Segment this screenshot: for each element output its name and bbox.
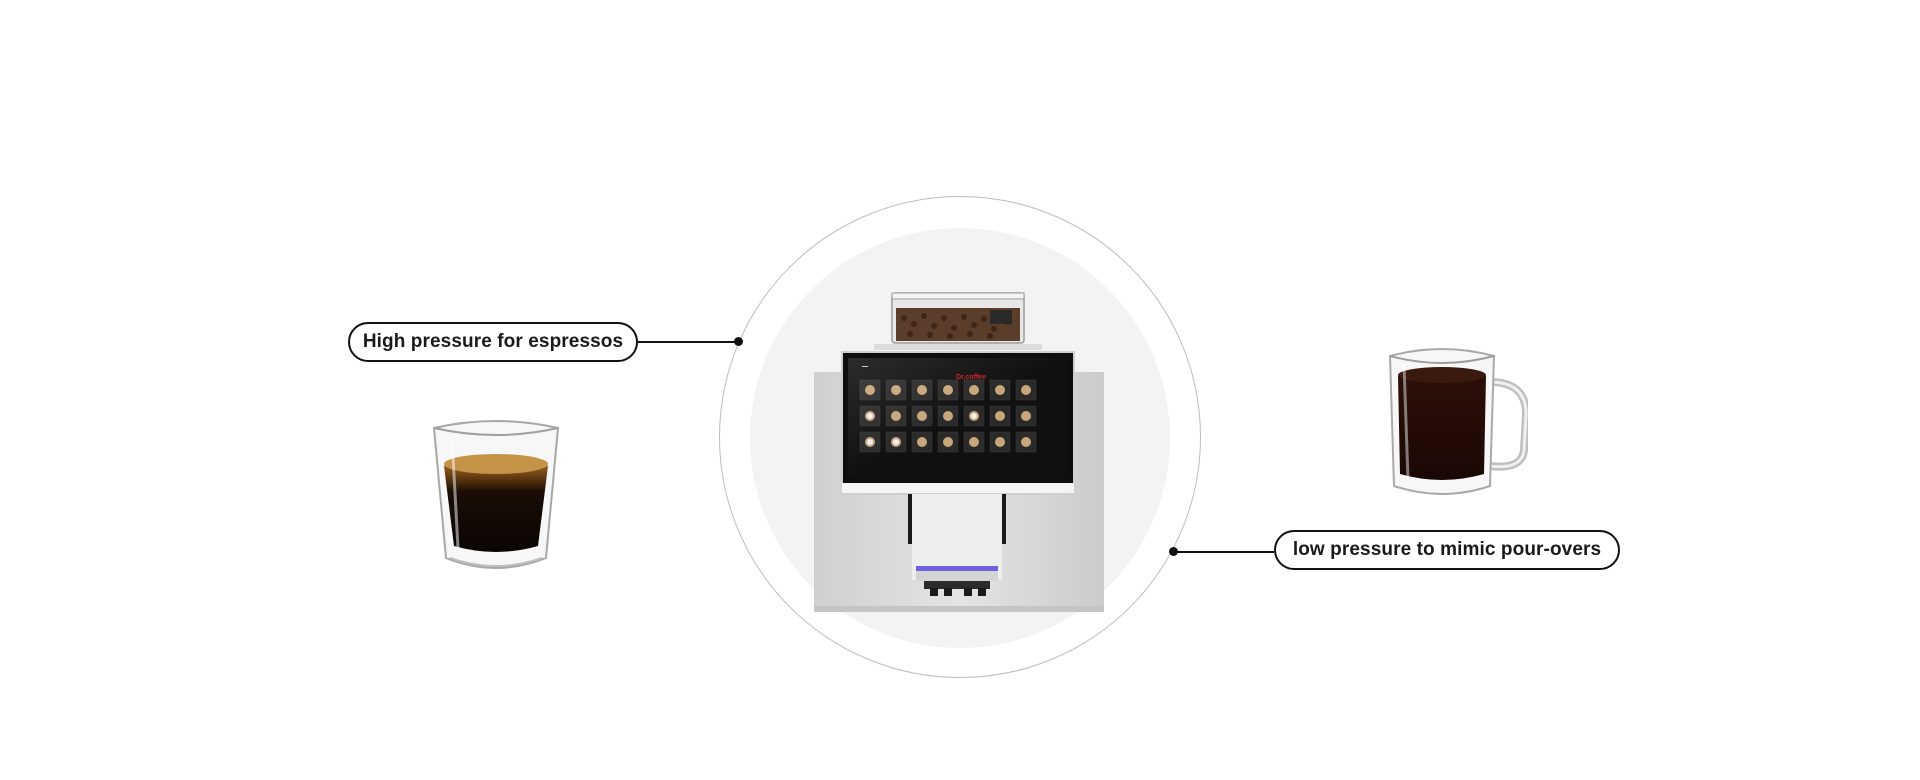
callout-right-dot: [1169, 547, 1178, 556]
callout-left-connector: [638, 341, 738, 343]
espresso-glass-icon: [432, 420, 560, 569]
callout-right-connector: [1174, 551, 1274, 553]
coffee-machine-icon: [814, 292, 1104, 612]
callout-left-dot: [734, 337, 743, 346]
highlight-circle-outline: [719, 196, 1201, 678]
callout-high-pressure: High pressure for espressos: [348, 322, 638, 362]
callout-low-pressure: low pressure to mimic pour-overs: [1274, 530, 1620, 570]
coffee-mug-icon: [1388, 348, 1528, 495]
machine-brand-label: Dr.coffee: [956, 374, 986, 381]
